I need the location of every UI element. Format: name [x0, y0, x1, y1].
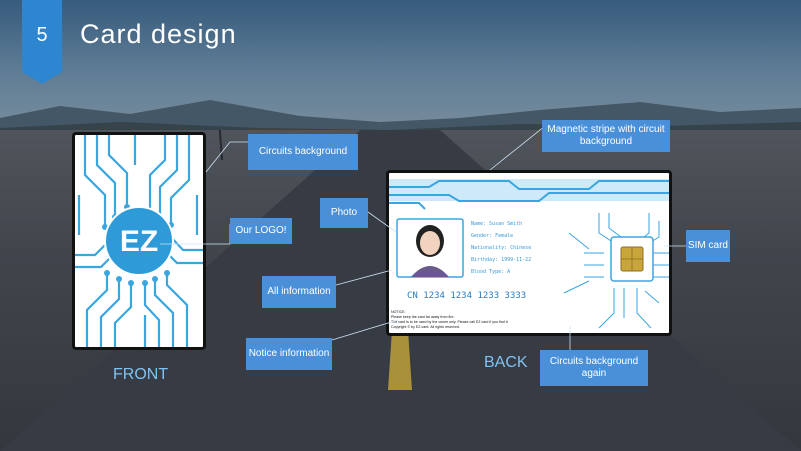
card-blood-type: Blood Type: A — [471, 269, 511, 275]
card-gender: Gender: Female — [471, 233, 514, 239]
label-notice-information: Notice information — [246, 338, 332, 370]
card-number: CN 1234 1234 1233 3333 — [407, 291, 527, 301]
card-name: Name: Susan Smith — [471, 221, 523, 227]
card-birthday: Birthday: 1999-11-22 — [471, 257, 532, 263]
card-notice: NOTICE: Please keep the card far away fr… — [391, 310, 551, 329]
notice-title: NOTICE: — [391, 310, 406, 314]
notice-line2: The card is to be used by the owner only… — [391, 319, 509, 324]
slide-number: 5 — [36, 24, 48, 46]
circuit-pattern-back — [389, 179, 669, 329]
caption-back: BACK — [484, 354, 528, 371]
front-card: EZ — [72, 132, 206, 350]
caption-front: FRONT — [113, 366, 169, 383]
label-photo: Photo — [320, 198, 368, 228]
notice-line3: Copyright © by EZ card. All rights reser… — [391, 324, 460, 329]
label-circuits-background-again: Circuits background again — [540, 350, 648, 386]
circuit-pattern-front — [75, 135, 203, 347]
back-card: Name: Susan Smith Gender: Female Nationa… — [386, 170, 672, 336]
label-sim-card: SIM card — [686, 230, 730, 262]
notice-line1: Please keep the card far away from fire. — [391, 314, 455, 319]
label-magnetic-stripe: Magnetic stripe with circuit background — [542, 120, 670, 152]
slide-number-tab: 5 — [22, 0, 62, 84]
label-circuits-background: Circuits background — [248, 134, 358, 170]
ez-logo: EZ — [119, 225, 159, 258]
label-our-logo: Our LOGO! — [230, 218, 292, 244]
label-all-information: All information — [262, 276, 336, 308]
slide-title: Card design — [80, 19, 237, 49]
card-nationality: Nationality: Chinese — [471, 245, 532, 251]
